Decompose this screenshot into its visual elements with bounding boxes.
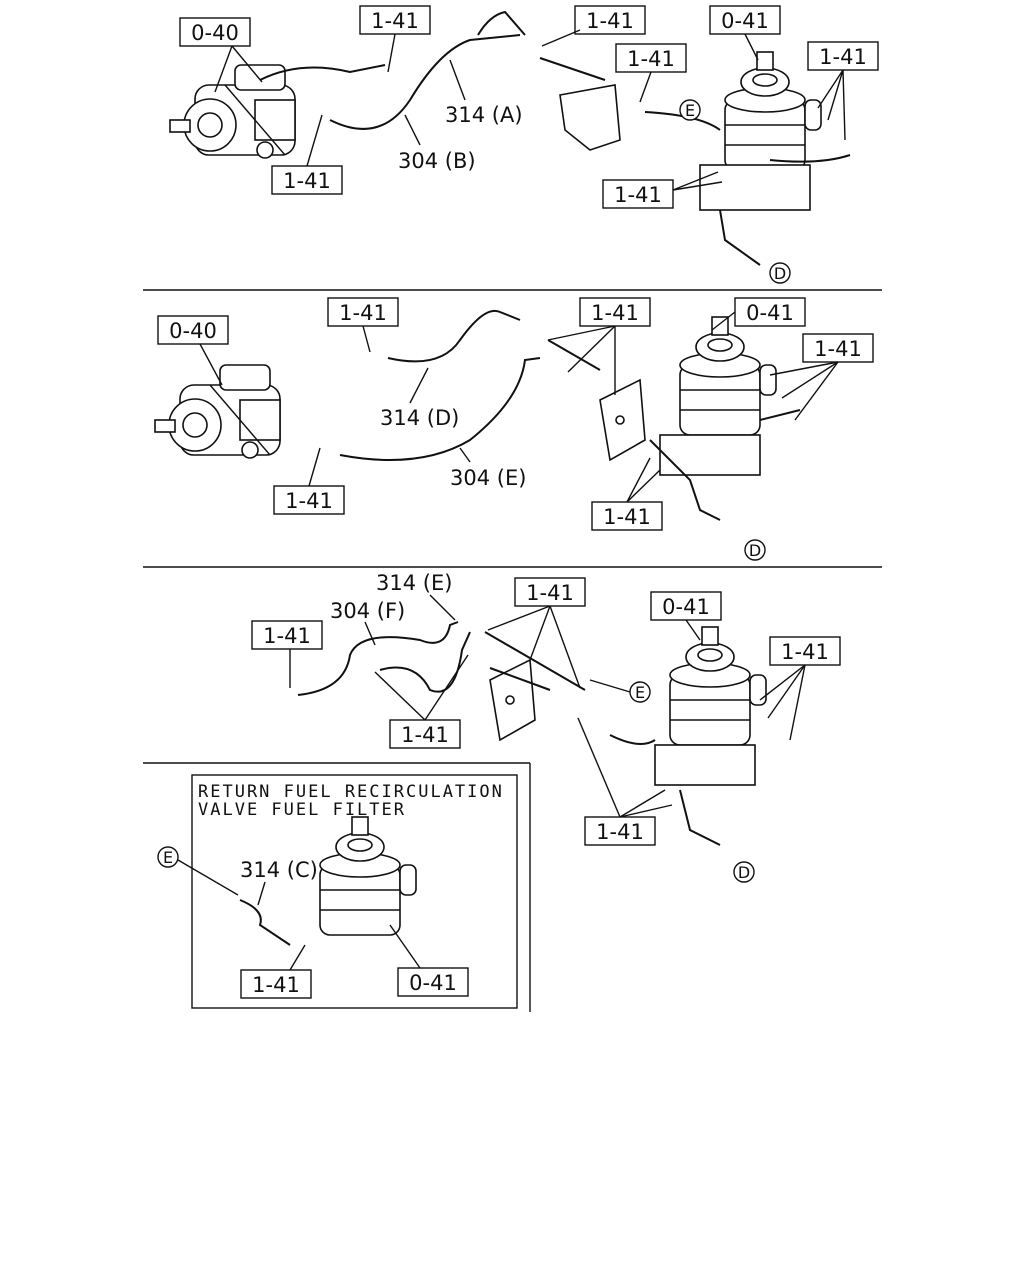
hose-label-314e: 314 (E) [376, 571, 452, 595]
ref-0-41-inset: 0-41 [409, 971, 457, 995]
ref-1-41-mid-c: 1-41 [591, 301, 639, 325]
ref-1-41-top-c: 1-41 [627, 47, 675, 71]
ref-1-41-top-b: 1-41 [586, 9, 634, 33]
hose-label-314d: 314 (D) [380, 406, 459, 430]
fuel-filter-drawing [724, 51, 822, 171]
connector-e-inset: E [163, 848, 173, 867]
injection-pump-drawing [154, 364, 281, 459]
ref-1-41-bot-b: 1-41 [401, 723, 449, 747]
panel-inset: RETURN FUEL RECIRCULATION VALVE FUEL FIL… [157, 774, 518, 1009]
connector-d-top: D [774, 264, 786, 283]
ref-0-41-bot: 0-41 [662, 595, 710, 619]
connector-e-bot: E [635, 683, 645, 702]
ref-1-41-bot-a: 1-41 [263, 624, 311, 648]
ref-0-41-mid: 0-41 [746, 301, 794, 325]
injection-pump-drawing [169, 64, 296, 159]
ref-1-41-bot-e: 1-41 [596, 820, 644, 844]
hose-label-304b: 304 (B) [398, 149, 476, 173]
ref-1-41-top-a: 1-41 [371, 9, 419, 33]
ref-1-41-mid-e: 1-41 [603, 505, 651, 529]
inset-title-line1: RETURN FUEL RECIRCULATION [198, 782, 504, 802]
ref-1-41-mid-a: 1-41 [339, 301, 387, 325]
inset-title-line2: VALVE FUEL FILTER [198, 800, 406, 820]
connector-d-bot: D [738, 863, 750, 882]
ref-1-41-top-d: 1-41 [283, 169, 331, 193]
ref-1-41-mid-d: 1-41 [814, 337, 862, 361]
hose-label-314c: 314 (C) [240, 858, 318, 882]
ref-0-40-top: 0-40 [191, 21, 239, 45]
ref-1-41-mid-b: 1-41 [285, 489, 333, 513]
ref-1-41-bot-d: 1-41 [781, 640, 829, 664]
connector-e-top: E [685, 101, 695, 120]
connector-d-mid: D [749, 541, 761, 560]
fuel-filter-drawing [679, 316, 777, 436]
ref-1-41-top-e: 1-41 [614, 183, 662, 207]
fuel-filter-drawing [669, 626, 767, 746]
panel-bottom: 1-41 1-41 0-41 1-41 1-41 1-41 314 (E) 30… [251, 571, 841, 883]
ref-0-40-mid: 0-40 [169, 319, 217, 343]
hose-label-314a: 314 (A) [445, 103, 523, 127]
ref-0-41-top: 0-41 [721, 9, 769, 33]
ref-1-41-bot-c: 1-41 [526, 581, 574, 605]
hose-label-304e: 304 (E) [450, 466, 526, 490]
ref-1-41-inset: 1-41 [252, 973, 300, 997]
hose-label-304f: 304 (F) [330, 599, 405, 623]
panel-top: 0-40 1-41 1-41 1-41 1-41 1-41 0-41 1-41 … [169, 5, 879, 284]
ref-1-41-top-f: 1-41 [819, 45, 867, 69]
panel-middle: 0-40 1-41 1-41 0-41 1-41 1-41 1-41 314 (… [154, 297, 874, 561]
